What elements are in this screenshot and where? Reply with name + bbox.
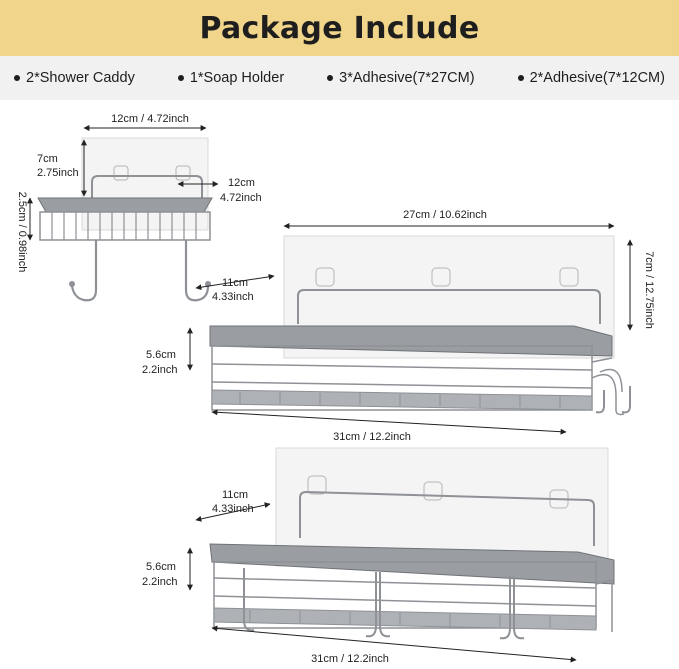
soap-depth-in: 4.72inch bbox=[220, 192, 262, 204]
dimension-arrow bbox=[195, 502, 271, 522]
bullet-icon bbox=[177, 75, 184, 81]
hook-icon bbox=[184, 240, 210, 302]
shower-caddy-bottom bbox=[209, 447, 615, 640]
hook-icon bbox=[621, 386, 631, 414]
package-item: 2*Adhesive(7*12CM) bbox=[517, 70, 665, 86]
caddy-bottom-depth-in: 4.33inch bbox=[212, 503, 254, 515]
caddy-adhesive-width-label: 27cm / 10.62inch bbox=[403, 209, 487, 221]
caddy-top-length-label: 31cm / 12.2inch bbox=[333, 431, 411, 443]
bullet-icon bbox=[517, 75, 524, 81]
caddy-bottom-height-cm: 5.6cm bbox=[146, 561, 176, 573]
bullet-icon bbox=[327, 75, 334, 81]
caddy-adhesive-height-label: 7cm / 12.75inch bbox=[643, 251, 655, 329]
suction-hook-icon bbox=[315, 267, 335, 287]
dimension-arrow bbox=[211, 409, 567, 435]
suction-hook-icon bbox=[307, 475, 327, 495]
soap-depth-cm: 12cm bbox=[228, 177, 255, 189]
dimension-arrow bbox=[195, 273, 275, 291]
product-dimension-illustration: 12cm / 4.72inch 7cm 2.75inch 12cm 4.72in… bbox=[16, 113, 655, 665]
suction-hook-icon bbox=[423, 481, 443, 501]
caddy-bottom-height-in: 2.2inch bbox=[142, 576, 177, 588]
dimension-arrow bbox=[211, 625, 577, 663]
package-item: 3*Adhesive(7*27CM) bbox=[327, 70, 475, 86]
caddy-top-depth-in: 4.33inch bbox=[212, 291, 254, 303]
package-items-strip: 2*Shower Caddy 1*Soap Holder 3*Adhesive(… bbox=[0, 56, 679, 100]
suction-hook-icon bbox=[431, 267, 451, 287]
shower-caddy-top bbox=[209, 235, 631, 416]
soap-holder bbox=[37, 137, 213, 302]
suction-hook-icon bbox=[559, 267, 579, 287]
soap-holder-tray bbox=[37, 197, 213, 213]
title-banner: Package Include bbox=[0, 0, 679, 56]
caddy-bottom-rim bbox=[209, 543, 615, 585]
bullet-icon bbox=[14, 75, 20, 81]
soap-width-label: 12cm / 4.72inch bbox=[111, 113, 189, 125]
soap-height-label: 2.5cm / 0.98inch bbox=[16, 192, 28, 273]
caddy-top-height-cm: 5.6cm bbox=[146, 349, 176, 361]
package-item: 2*Shower Caddy bbox=[14, 70, 135, 86]
caddy-bottom-length-label: 31cm / 12.2inch bbox=[311, 653, 389, 665]
page-title: Package Include bbox=[199, 10, 480, 46]
soap-adhesive-height-cm: 7cm bbox=[37, 153, 58, 165]
package-item: 1*Soap Holder bbox=[177, 70, 284, 86]
hook-icon bbox=[595, 390, 605, 414]
soap-adhesive-height-in: 2.75inch bbox=[37, 167, 79, 179]
caddy-top-rim bbox=[209, 325, 613, 357]
suction-hook-icon bbox=[175, 165, 191, 181]
caddy-bottom-depth-cm: 11cm bbox=[222, 489, 248, 501]
suction-hook-icon bbox=[113, 165, 129, 181]
caddy-top-height-in: 2.2inch bbox=[142, 364, 177, 376]
caddy-top-depth-cm: 11cm bbox=[222, 277, 248, 289]
hook-icon bbox=[70, 240, 98, 302]
